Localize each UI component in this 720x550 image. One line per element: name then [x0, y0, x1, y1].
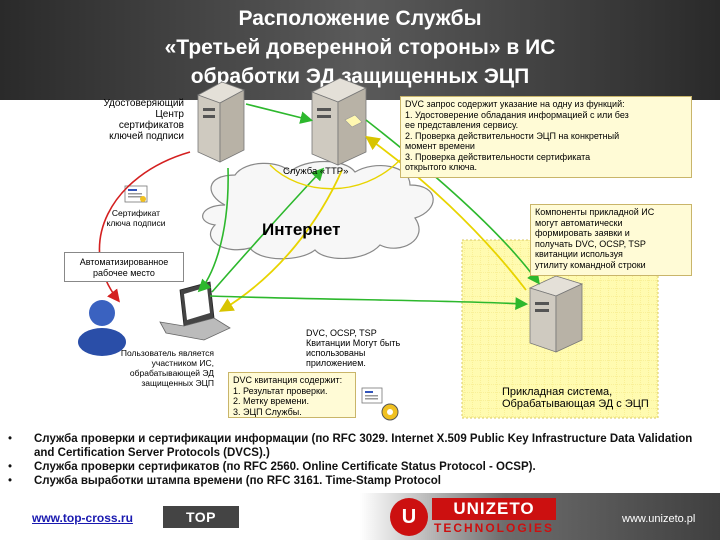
- bullet-icon: •: [8, 433, 13, 445]
- certificate-icon: [124, 185, 148, 203]
- server-icon: [311, 77, 367, 166]
- bullet-text: Служба проверки и сертификации информаци…: [34, 433, 693, 459]
- title-bar: Расположение Службы «Третьей доверенной …: [0, 0, 720, 100]
- server-icon: [528, 275, 584, 353]
- user-label: Пользователь является участником ИС, обр…: [120, 348, 214, 388]
- service-list: • Служба проверки и сертификации информа…: [8, 432, 708, 488]
- certificate-icon: [361, 387, 383, 404]
- user-icon: [78, 300, 126, 356]
- ttp-to-app-arrow: [365, 119, 540, 285]
- cloud-icon: [202, 161, 434, 260]
- list-item: • Служба выработки штампа времени (по RF…: [8, 474, 708, 488]
- dvc-request-box: DVC запрос содержит указание на одну из …: [400, 96, 692, 178]
- page-title: Расположение Службы «Третьей доверенной …: [80, 4, 640, 91]
- app-to-ttp-arrow: [365, 135, 527, 291]
- bullet-text: Служба выработки штампа времени (по RFC …: [34, 475, 441, 487]
- top-cross-logo: TOP CROSS: [163, 506, 239, 547]
- bullet-text: Служба проверки сертификатов (по RFC 256…: [34, 461, 536, 473]
- receipts-note: DVC, OCSP, TSP Квитанции Могут быть испо…: [306, 328, 401, 368]
- dvc-receipt-box: DVC квитанция содержит: 1. Результат про…: [228, 372, 356, 418]
- ca-label: Удостоверяющий Центр сертификатов ключей…: [103, 98, 184, 142]
- app-system-label: Прикладная система, Обрабатывающая ЭД с …: [502, 386, 649, 410]
- bullet-icon: •: [8, 461, 13, 473]
- ca-to-user-arrow: [197, 167, 229, 293]
- ttp-label: Служба «TTP»: [283, 166, 349, 177]
- app-components-box: Компоненты прикладной ИС могут автоматич…: [530, 204, 692, 276]
- laptop-icon: [159, 281, 231, 341]
- title-line-3: обработки ЭД защищенных ЭЦП: [190, 65, 530, 88]
- top-cross-link[interactable]: www.top-cross.ru: [32, 511, 133, 525]
- list-item: • Служба проверки и сертификации информа…: [8, 432, 708, 460]
- title-line-2: «Третьей доверенной стороны» в ИС: [164, 36, 556, 59]
- ca-to-ttp-arrow: [245, 103, 314, 124]
- certificate-label: Сертификат ключа подписи: [106, 208, 166, 228]
- internet-label: Интернет: [262, 220, 341, 239]
- unizeto-site: www.unizeto.pl: [622, 513, 696, 525]
- user-to-app-arrow: [209, 295, 529, 310]
- bullet-icon: •: [8, 475, 13, 487]
- unizeto-logo-tagline: TECHNOLOGIES: [433, 521, 554, 535]
- workstation-label: Автоматизированное рабочее место: [64, 252, 184, 282]
- unizeto-logo-icon: U: [390, 498, 428, 536]
- server-icon: [197, 81, 245, 163]
- list-item: • Служба проверки сертификатов (по RFC 2…: [8, 460, 708, 474]
- seal-icon: [381, 403, 399, 421]
- title-line-1: Расположение Службы: [238, 7, 482, 30]
- unizeto-logo-name: UNIZETO: [432, 498, 556, 520]
- ttp-loop-arrow: [269, 159, 401, 190]
